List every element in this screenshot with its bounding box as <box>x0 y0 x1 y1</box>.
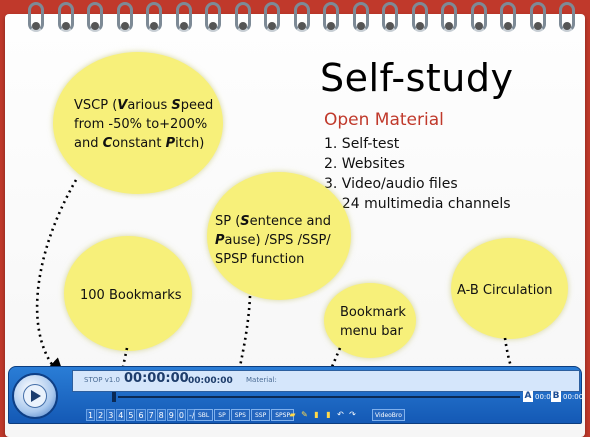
player-status: STOP v1.0 <box>84 376 120 384</box>
binding-hole <box>268 22 276 30</box>
bookmark-button-7[interactable]: 7 <box>146 409 156 421</box>
binding-hole <box>445 22 453 30</box>
binding-hole <box>32 22 40 30</box>
binding-ring <box>323 2 339 32</box>
binding-ring <box>529 2 546 32</box>
vscp-bubble <box>53 52 223 194</box>
binding-hole <box>120 22 129 30</box>
list-item: 2. Websites <box>324 156 405 172</box>
a-point-button[interactable]: A <box>523 391 533 402</box>
binding-ring <box>352 2 369 32</box>
spsp-button[interactable]: SPSP <box>271 409 295 421</box>
binding-hole <box>61 22 70 30</box>
binding-ring <box>382 2 398 32</box>
binding-hole <box>327 22 335 30</box>
binding-hole <box>179 22 188 30</box>
binding-ring <box>441 2 457 32</box>
bookmark-menu-bubble <box>324 283 416 358</box>
sentence-mode-buttons: SBL SP SPS SSP SPSP <box>194 409 295 421</box>
sps-button[interactable]: SPS <box>230 409 250 421</box>
bookmark-number-buttons: 1 2 3 4 5 6 7 8 9 0 -/-- <box>86 409 203 421</box>
material-label: Material: <box>246 376 277 384</box>
redo-icon[interactable]: ↷ <box>349 410 356 419</box>
binding-ring <box>293 2 310 32</box>
a-point-time: 00:00 <box>535 393 556 401</box>
binding-ring <box>264 2 280 32</box>
binding-hole <box>150 22 158 30</box>
bookmarks-bubble-text: 100 Bookmarks <box>80 288 182 303</box>
bookmark-menu-bubble-text: Bookmark menu bar <box>340 305 406 339</box>
bookmark-button-0[interactable]: 0 <box>176 409 186 421</box>
bookmark-button-5[interactable]: 5 <box>126 409 136 421</box>
binding-ring <box>411 2 428 32</box>
open-material-heading: Open Material <box>324 110 444 130</box>
bookmark-button-2[interactable]: 2 <box>96 409 106 421</box>
sbl-button[interactable]: SBL <box>194 409 214 421</box>
binding-ring <box>28 2 44 32</box>
binding-hole <box>238 22 247 30</box>
binding-ring <box>175 2 192 32</box>
bookmark-button-6[interactable]: 6 <box>136 409 146 421</box>
binding-hole <box>297 22 306 30</box>
total-time: 00:00:00 <box>188 376 233 386</box>
binding-hole <box>474 22 483 30</box>
binding-ring <box>234 2 251 32</box>
undo-icon[interactable]: ↶ <box>337 410 344 419</box>
list-item: 4. 24 multimedia channels <box>324 196 511 212</box>
ab-circulation-bubble <box>451 238 568 339</box>
b-point-time: 00:00 <box>563 393 584 401</box>
open-material-list: 1. Self-test 2. Websites 3. Video/audio … <box>324 134 511 214</box>
bookmark-button-9[interactable]: 9 <box>166 409 176 421</box>
binding-hole <box>415 22 424 30</box>
player-display <box>72 370 580 392</box>
binding-hole <box>356 22 365 30</box>
vscp-arrow <box>35 179 78 380</box>
vscp-bubble-text: VSCP (Various Speed from -50% to+200% an… <box>74 98 214 151</box>
binding-ring <box>57 2 74 32</box>
folder-icon[interactable]: ▰ <box>289 410 296 419</box>
ab-circulation-bubble-text: A-B Circulation <box>457 283 553 298</box>
binding-ring <box>470 2 487 32</box>
bookmark-delete-icon[interactable]: ▮ <box>326 410 331 419</box>
video-browser-button[interactable]: VideoBro <box>372 409 405 421</box>
bookmark-button-4[interactable]: 4 <box>116 409 126 421</box>
edit-icon[interactable]: ✎ <box>301 410 308 419</box>
slide-title: Self-study <box>320 56 514 100</box>
binding-ring <box>87 2 103 32</box>
list-item: 1. Self-test <box>324 136 400 152</box>
b-point-button[interactable]: B <box>551 391 561 402</box>
binding-hole <box>504 22 512 30</box>
binding-ring <box>205 2 221 32</box>
sp-button[interactable]: SP <box>214 409 230 421</box>
binding-hole <box>91 22 99 30</box>
spiral-binding <box>0 0 590 40</box>
binding-hole <box>209 22 217 30</box>
seek-bar[interactable] <box>118 396 520 398</box>
bookmark-button-8[interactable]: 8 <box>156 409 166 421</box>
play-icon <box>31 390 41 402</box>
sp-bubble <box>207 172 351 300</box>
binding-ring <box>559 2 575 32</box>
binding-ring <box>146 2 162 32</box>
binding-hole <box>386 22 394 30</box>
bookmarks-bubble <box>64 236 192 351</box>
binding-ring <box>500 2 516 32</box>
sp-bubble-text: SP (Sentence and Pause) /SPS /SSP/ SPSP … <box>215 214 331 267</box>
binding-ring <box>116 2 133 32</box>
bookmark-add-icon[interactable]: ▮ <box>314 410 319 419</box>
current-time: 00:00:00 <box>124 371 189 386</box>
bookmark-menu-bar: ▰ ✎ ▮ ▮ ↶ ↷ <box>287 409 358 421</box>
bookmark-button-3[interactable]: 3 <box>106 409 116 421</box>
list-item: 3. Video/audio files <box>324 176 458 192</box>
ssp-button[interactable]: SSP <box>250 409 271 421</box>
binding-hole <box>563 22 571 30</box>
binding-hole <box>533 22 542 30</box>
seek-handle[interactable] <box>112 392 116 402</box>
bookmark-button-1[interactable]: 1 <box>86 409 96 421</box>
